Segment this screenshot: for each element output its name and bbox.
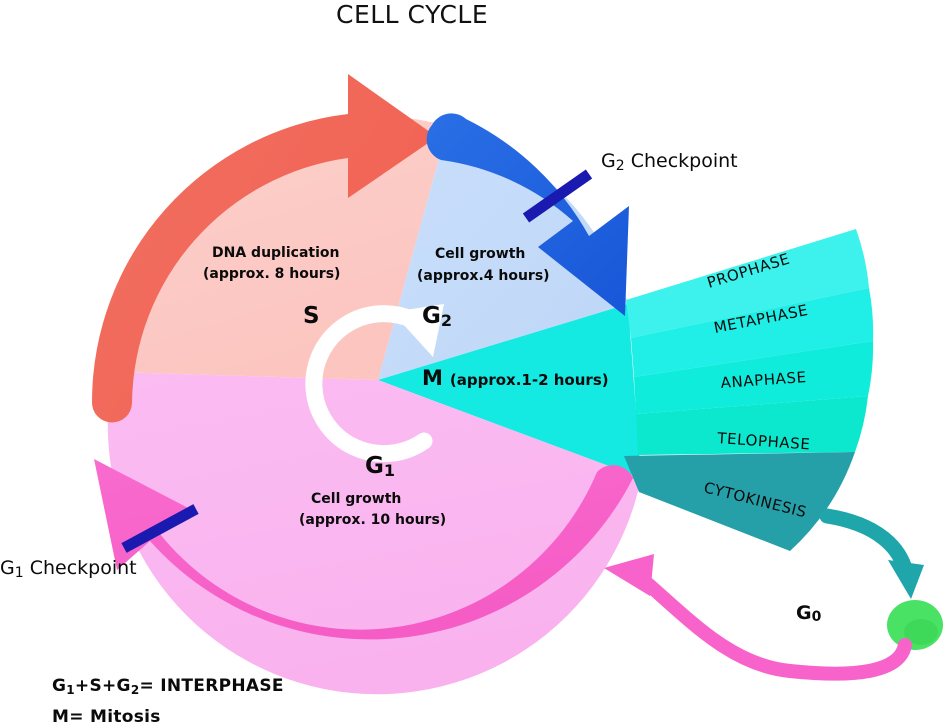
s-phase-duration: (approx. 8 hours) [203, 266, 341, 282]
g0-cell[interactable] [887, 600, 943, 650]
legend-sub-2: 2 [130, 683, 140, 697]
teal-arrowhead [888, 560, 924, 599]
g1-phase-subscript: 1 [383, 461, 396, 480]
g2-phase-label: G2 [422, 303, 453, 330]
g1-checkpoint-subscript: 1 [14, 565, 24, 581]
g1-checkpoint-label: G1 Checkpoint [0, 557, 137, 581]
g1-phase-description: Cell growth [311, 491, 402, 507]
legend-suffix: = INTERPHASE [139, 676, 284, 696]
fan-band-telophase[interactable] [636, 396, 868, 455]
s-phase-label: S [303, 303, 320, 329]
legend-mid: +S+G [74, 676, 131, 696]
center-cycle-arrow [305, 304, 444, 463]
s-phase-arrow[interactable] [91, 74, 438, 423]
legend-interphase: G1+S+G2= INTERPHASE [52, 676, 284, 697]
legend-mitosis: M= Mitosis [52, 707, 161, 727]
g1-checkpoint-letter: G [0, 557, 15, 579]
fan-band-anaphase[interactable] [634, 341, 874, 414]
m-phase-label: M (approx.1-2 hours) [422, 366, 609, 390]
g1-checkpoint-bar [121, 504, 199, 553]
g1-phase-duration: (approx. 10 hours) [299, 512, 447, 528]
mitosis-fan: PROPHASE METAPHASE ANAPHASE TELOPHASE CY… [624, 229, 874, 551]
page-title: CELL CYCLE [336, 0, 489, 29]
g0-label: G0 [796, 602, 822, 625]
pink-return-curve [633, 570, 912, 681]
fan-band-cytokinesis[interactable] [624, 452, 855, 551]
g2-phase-letter: G [422, 303, 441, 329]
g2-phase-description: Cell growth [435, 246, 526, 262]
pink-return-arrowhead [604, 554, 654, 596]
g2-phase-subscript: 2 [440, 311, 453, 330]
g1-phase-arrow[interactable] [94, 459, 633, 640]
g1-phase-letter: G [365, 453, 384, 479]
wedge-m-phase[interactable] [378, 304, 641, 478]
g2-checkpoint-letter: G [601, 150, 616, 172]
g0-subscript: 0 [811, 609, 822, 625]
m-phase-letter: M [422, 366, 443, 390]
wedge-g1-phase[interactable] [107, 372, 641, 695]
g2-phase-arrow[interactable] [426, 113, 629, 316]
red-arrow-shape[interactable] [91, 74, 438, 423]
g1-checkpoint-suffix: Checkpoint [23, 557, 137, 579]
g0-letter: G [796, 602, 812, 624]
g2-checkpoint-subscript: 2 [615, 158, 625, 174]
white-circle-arrow-shape [305, 305, 433, 463]
legend-sub-1: 1 [66, 683, 75, 697]
legend-g-prefix: G [52, 676, 67, 696]
g2-checkpoint-suffix: Checkpoint [624, 150, 738, 172]
g0-cell-nucleus [904, 619, 938, 645]
g2-phase-duration: (approx.4 hours) [417, 268, 550, 284]
g1-phase-label: G1 [365, 453, 396, 480]
fan-band-metaphase[interactable] [631, 288, 874, 377]
m-phase-duration: (approx.1-2 hours) [449, 371, 609, 389]
s-phase-description: DNA duplication [212, 245, 340, 261]
blue-arrow-shape[interactable] [426, 113, 629, 316]
g2-checkpoint-label: G2 Checkpoint [601, 150, 738, 174]
g0-return-arrow[interactable] [604, 554, 912, 681]
fan-band-prophase[interactable] [626, 229, 869, 338]
g2-checkpoint-bar [522, 169, 593, 223]
pink-arrow-shape[interactable] [94, 459, 633, 640]
cytokinesis-to-g0-arrow[interactable] [819, 508, 924, 599]
fan-label-anaphase: ANAPHASE [720, 368, 807, 392]
white-arrowhead [392, 304, 444, 357]
